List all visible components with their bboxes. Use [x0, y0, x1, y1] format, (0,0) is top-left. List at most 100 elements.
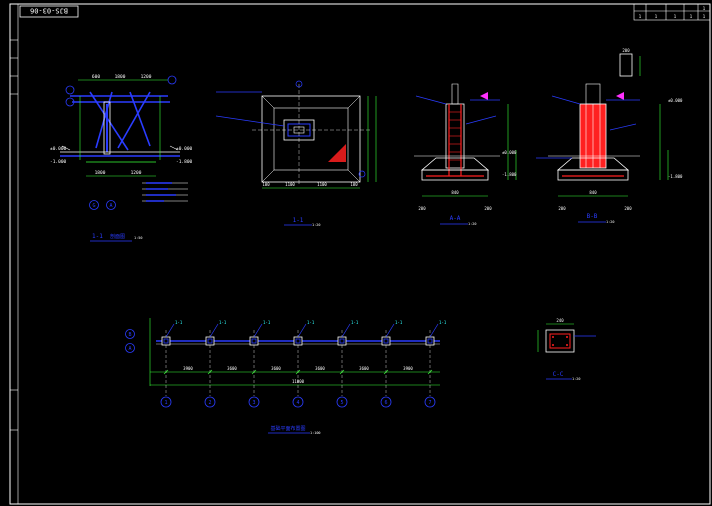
span-dimension: 3600 — [271, 366, 281, 371]
axis-bubble — [292, 396, 304, 408]
section-1-elev-left-1: ±0.000 — [50, 146, 67, 152]
column-tag: 1-1 — [351, 320, 359, 325]
column-tag: 1-1 — [439, 320, 447, 325]
column-box — [381, 336, 391, 346]
row-bubble-b — [125, 329, 135, 339]
axis-bubble — [336, 396, 348, 408]
section-a-elev-2: -1.800 — [502, 172, 517, 177]
section-1-label: 1-1 — [92, 233, 103, 240]
section-b-drawing — [536, 53, 669, 197]
axis-bubble — [160, 396, 172, 408]
column-box — [161, 336, 171, 346]
plan-detail-label: 1-1 — [293, 217, 304, 224]
span-dimension: 3600 — [315, 366, 325, 371]
column-box — [337, 336, 347, 346]
small-section-label: C-C — [553, 371, 564, 378]
section-a-dim-3: 200 — [484, 206, 492, 211]
column-plan-title: 基础平面布置图 — [270, 425, 305, 432]
dim-tick — [251, 369, 257, 375]
section-b-elev-1: ±0.000 — [668, 98, 683, 103]
axis-bubble-label: 1 — [164, 400, 167, 406]
axis-bubble-label: 6 — [384, 400, 387, 406]
section-a-width: 840 — [451, 190, 459, 195]
title-block-cell: 1 — [674, 14, 677, 19]
axis-bubble-a — [106, 200, 116, 210]
axis-bubble-g-label: G — [92, 203, 95, 209]
row-bubble-a-label: A — [128, 346, 131, 352]
section-b-dim-2: 200 — [624, 206, 632, 211]
tag-leader — [253, 323, 263, 338]
column-plan-total: 11000 — [292, 379, 305, 384]
small-section-scale: 1:20 — [572, 377, 580, 381]
section-a-elev-1: ±0.000 — [502, 150, 517, 155]
plan-detail-drawing — [215, 80, 377, 189]
column-core — [427, 338, 433, 344]
column-core — [295, 338, 301, 344]
span-dimension: 3600 — [227, 366, 237, 371]
section-1-elev-right-2: -1.800 — [176, 159, 193, 165]
title-block — [633, 3, 711, 21]
section-b-elev-2: -1.800 — [668, 174, 683, 179]
dim-tick — [339, 369, 345, 375]
column-box — [205, 336, 215, 346]
column-plan-drawing — [149, 318, 440, 408]
row-bubble-a — [125, 343, 135, 353]
column-box — [293, 336, 303, 346]
section-1-dim-bottom-1: 1800 — [95, 170, 106, 176]
tag-leader — [429, 323, 439, 338]
tag-leader — [297, 323, 307, 338]
section-a-drawing — [414, 83, 517, 197]
section-1-dim-2: 1800 — [115, 74, 126, 80]
dim-tick — [427, 369, 433, 375]
section-1-scale: 1:50 — [134, 236, 142, 240]
small-section-width: 240 — [556, 318, 564, 323]
plan-dim-3: 1100 — [317, 182, 327, 187]
axis-bubble-label: 7 — [428, 400, 431, 406]
axis-bubble-label: 4 — [296, 400, 299, 406]
section-a-dim-1: 200 — [418, 206, 426, 211]
dim-tick — [207, 369, 213, 375]
plan-detail-scale: 1:20 — [312, 223, 320, 227]
section-1-drawing — [60, 75, 188, 202]
section-b-top-dim: 200 — [622, 48, 630, 53]
drawing-number-box: BJS-03-06 — [19, 5, 79, 18]
axis-bubble-a-label: A — [109, 203, 112, 209]
section-1-dim-bottom-2: 1200 — [131, 170, 142, 176]
column-tag: 1-1 — [395, 320, 403, 325]
dim-tick — [383, 369, 389, 375]
span-dimension: 3900 — [183, 366, 193, 371]
tag-leader — [385, 323, 395, 338]
section-1-dim-3: 1200 — [141, 74, 152, 80]
tag-leader — [209, 323, 219, 338]
tag-leader — [165, 323, 175, 338]
small-section-drawing — [537, 323, 596, 353]
section-b-label: B-B — [587, 213, 598, 220]
axis-bubble-g — [89, 200, 99, 210]
drawing-number: BJS-03-06 — [30, 7, 68, 15]
title-block-cell: 1 — [639, 14, 642, 19]
column-core — [163, 338, 169, 344]
column-tag: 1-1 — [307, 320, 315, 325]
axis-bubble — [248, 396, 260, 408]
column-core — [251, 338, 257, 344]
frame-ticks — [10, 39, 18, 431]
column-core — [339, 338, 345, 344]
section-1-elev-right-1: ±0.000 — [176, 146, 193, 152]
column-core — [383, 338, 389, 344]
section-1-elev-left-2: -1.000 — [50, 159, 67, 165]
dim-tick — [295, 369, 301, 375]
section-b-width: 840 — [589, 190, 597, 195]
tag-leader — [341, 323, 351, 338]
column-tag: 1-1 — [219, 320, 227, 325]
dim-tick — [163, 369, 169, 375]
section-b-scale: 1:20 — [606, 220, 614, 224]
column-box — [249, 336, 259, 346]
axis-bubble-label: 5 — [340, 400, 343, 406]
title-block-cell: 1 — [690, 14, 693, 19]
plan-dim-2: 1100 — [285, 182, 295, 187]
section-a-scale: 1:20 — [468, 222, 476, 226]
title-block-cell: 1 — [703, 6, 706, 11]
plan-dim-4: 100 — [350, 182, 358, 187]
